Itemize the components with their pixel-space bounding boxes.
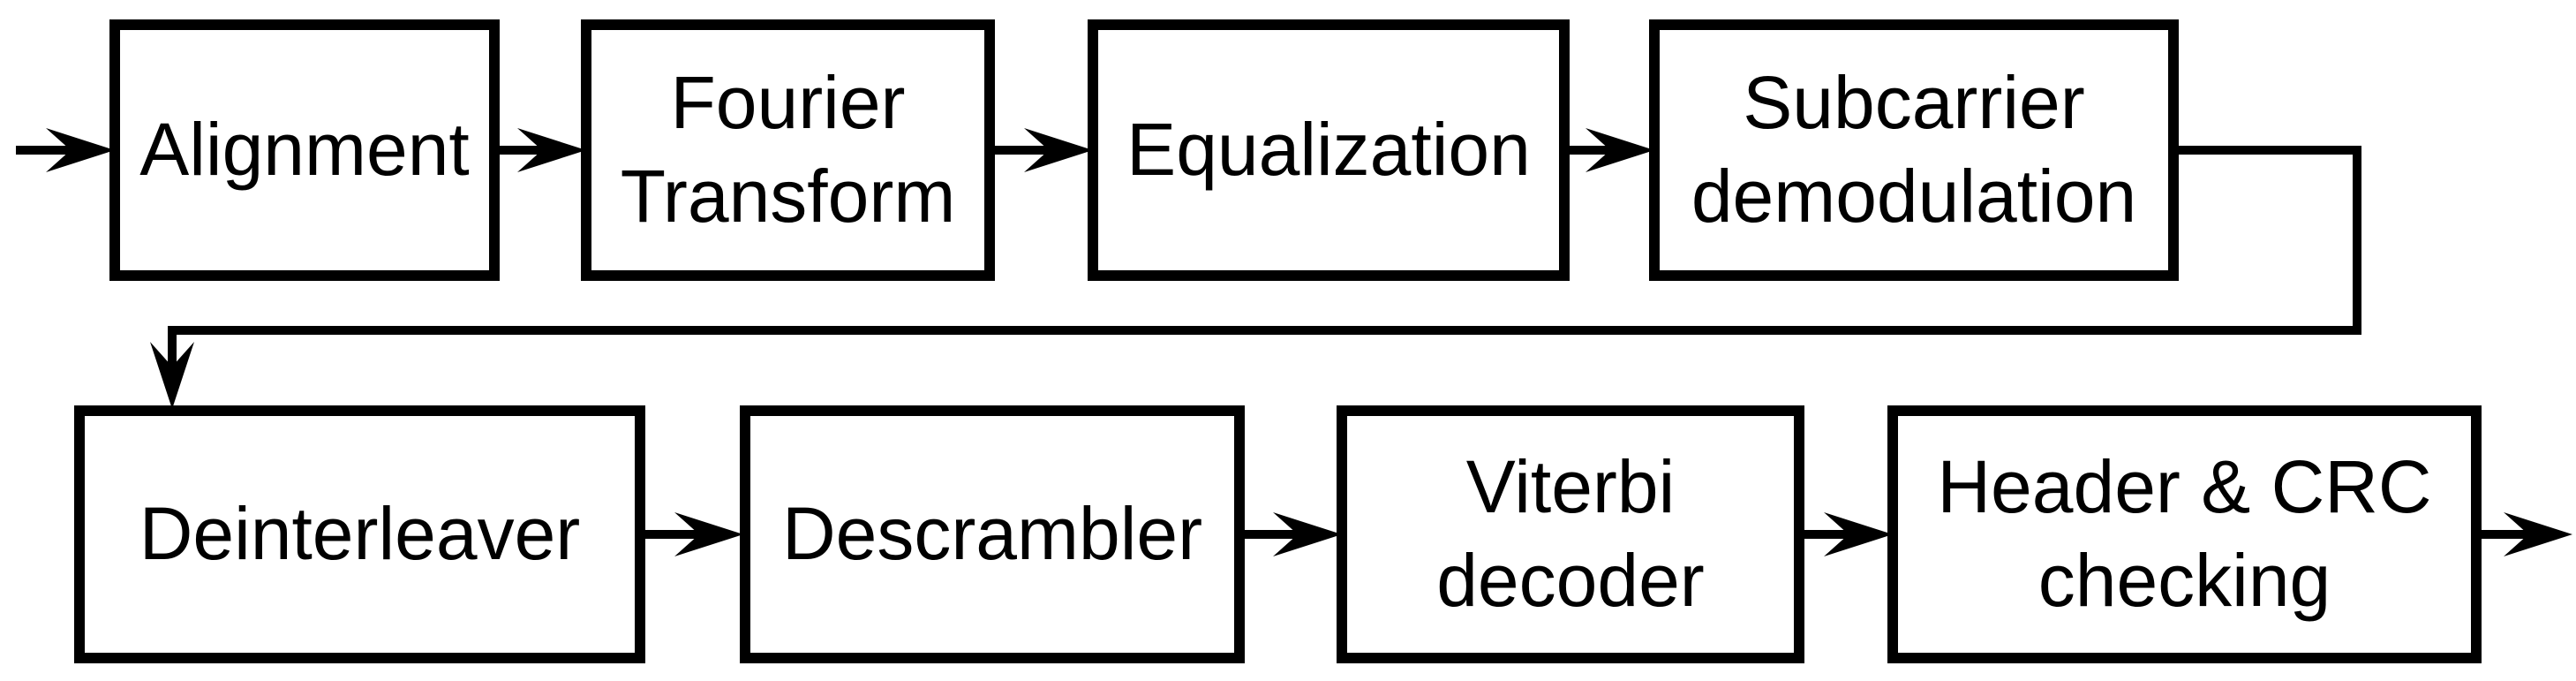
arrow-alignment-to-fourier-transform [500,128,586,172]
block-descrambler: Descrambler [740,405,1245,663]
arrow-equalization-to-subcarrier-demodulation [1570,128,1654,172]
block-deinterleaver: Deinterleaver [74,405,645,663]
block-equalization: Equalization [1088,19,1570,281]
block-fourier-transform: Fourier Transform [581,19,995,281]
block-viterbi-decoder: Viterbi decoder [1337,405,1804,663]
block-label-line: Descrambler [781,492,1203,576]
block-header-crc-checking: Header & CRC checking [1887,405,2482,663]
arrow-fourier-transform-to-equalization [995,128,1093,172]
arrow-descrambler-to-viterbi-decoder [1245,512,1342,556]
block-label-line: decoder [1436,539,1705,622]
block-alignment: Alignment [109,19,500,281]
block-label-line: Viterbi [1465,445,1676,529]
block-label-line: Equalization [1126,108,1531,192]
block-label-line: checking [2037,539,2331,622]
arrow-deinterleaver-to-descrambler [645,512,743,556]
block-label-line: Transform [620,155,956,238]
input-arrow [16,128,115,172]
block-label-line: demodulation [1691,155,2137,238]
block-label-line: Header & CRC [1937,445,2432,529]
block-label-line: Alignment [139,108,470,192]
wrap-connector-subcarrier-demodulation-to-deinterleaver [150,146,2361,409]
output-arrow [2482,512,2572,556]
block-label-line: Fourier [670,61,906,145]
block-subcarrier-demodulation: Subcarrier demodulation [1649,19,2179,281]
block-label-line: Deinterleaver [139,492,581,576]
block-label-line: Subcarrier [1743,61,2085,145]
arrow-viterbi-decoder-to-header-crc-checking [1804,512,1893,556]
